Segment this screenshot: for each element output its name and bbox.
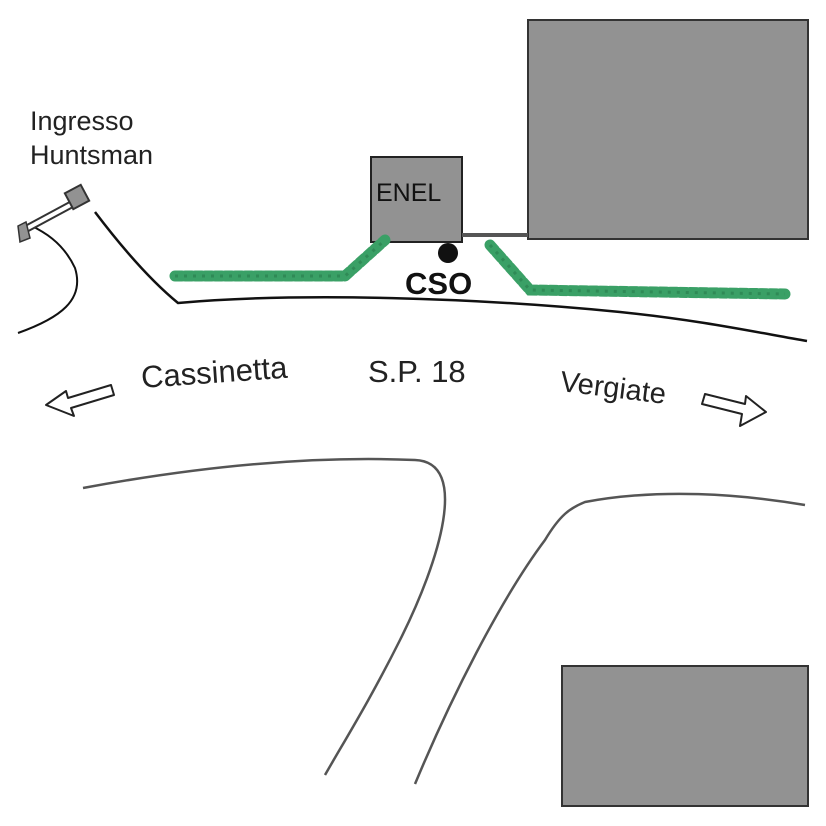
gate-barrier-icon: [17, 183, 91, 244]
entrance-label: Ingresso Huntsman: [30, 104, 153, 172]
arrow-right-icon: [701, 393, 767, 427]
hedge-east: [484, 239, 791, 300]
road-name-label: S.P. 18: [368, 354, 466, 389]
road-north-edge-main: [94, 211, 808, 343]
hedge-west: [169, 234, 391, 282]
road-south-edge-west: [82, 457, 447, 776]
cso-label: CSO: [405, 266, 473, 301]
entrance-label-line2: Huntsman: [30, 140, 154, 170]
building-southeast: [561, 665, 809, 807]
road-south-edge-east: [413, 492, 806, 785]
enel-building: [370, 156, 463, 243]
arrow-left-icon: [45, 384, 115, 417]
dot-marker-icon: [438, 243, 458, 263]
road-north-edge: [17, 223, 79, 334]
entrance-label-line1: Ingresso: [30, 106, 134, 136]
building-northeast: [527, 19, 809, 240]
enel-label: ENEL: [376, 179, 442, 207]
